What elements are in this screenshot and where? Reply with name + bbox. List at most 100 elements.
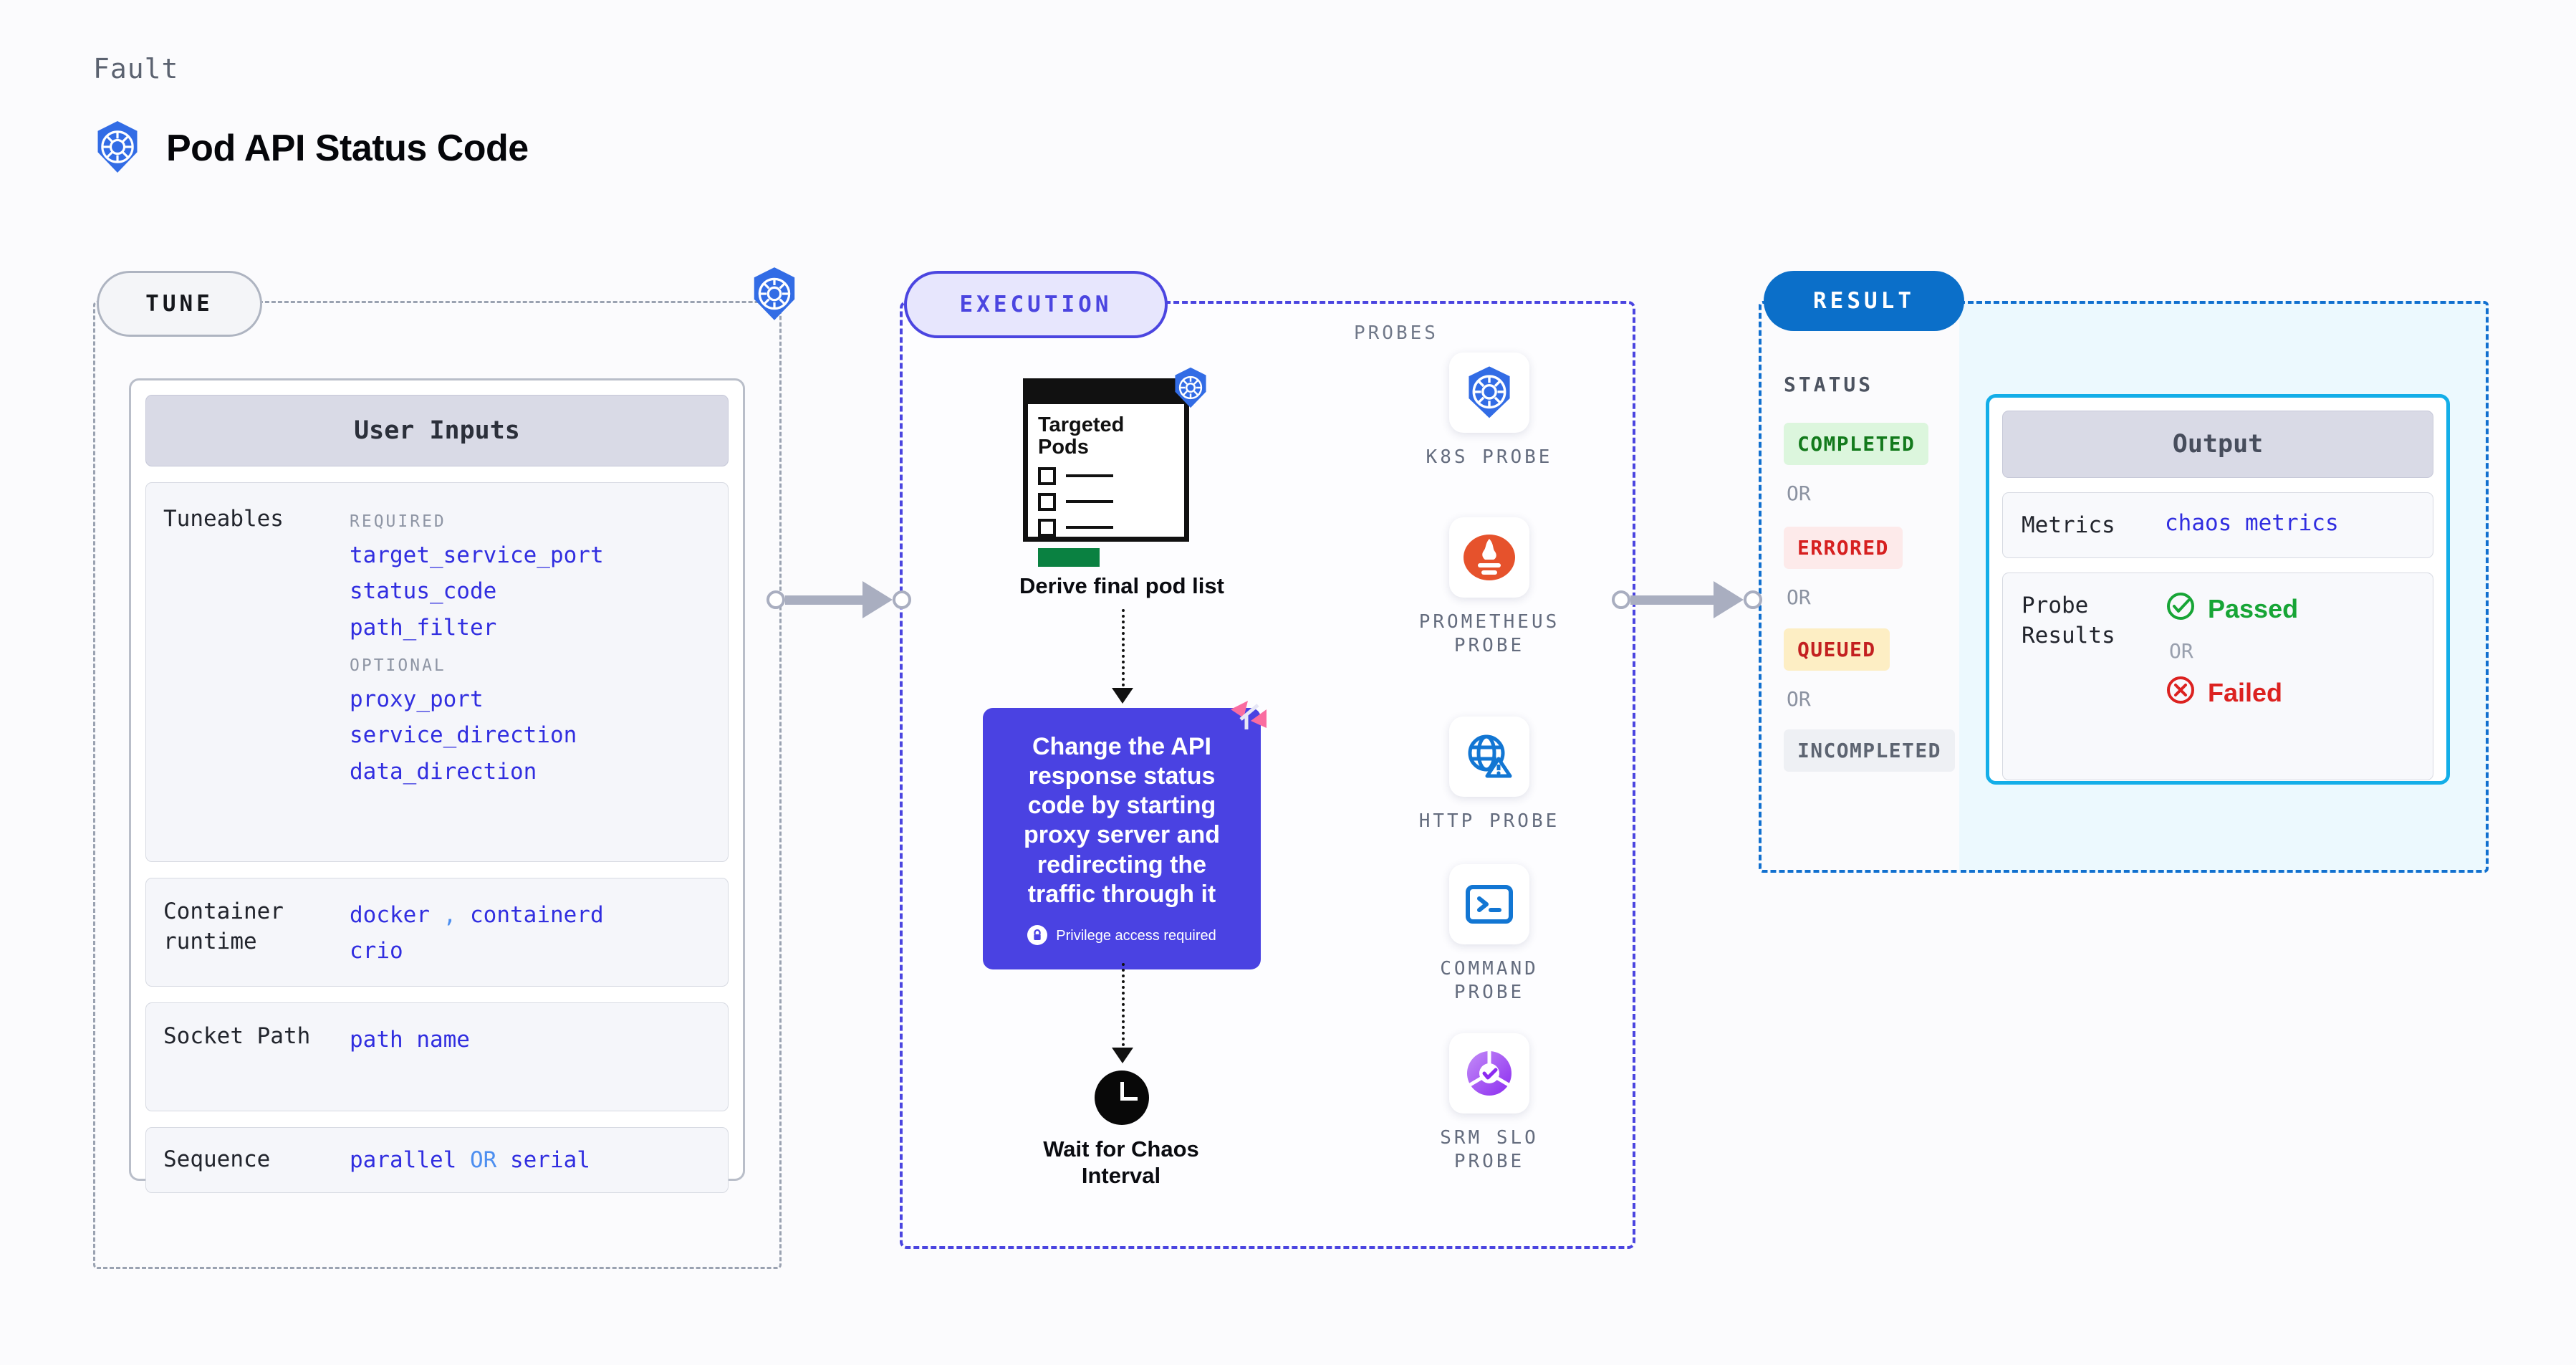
chaos-action-text: Change the API response status code by s…: [1023, 733, 1221, 908]
probe-label: SRM SLO PROBE: [1440, 1127, 1539, 1173]
globe-warning-icon: [1449, 717, 1529, 797]
harness-ribbon-icon: [1226, 696, 1271, 741]
stage-pill-execution[interactable]: EXECUTION: [904, 271, 1168, 338]
probe-failed-label: Failed: [2208, 678, 2283, 708]
x-circle-icon: [2165, 674, 2196, 712]
tuneable-target-service-port[interactable]: target_service_port: [350, 542, 604, 569]
chaos-action-card: Change the API response status code by s…: [983, 708, 1261, 969]
tuneable-status-code[interactable]: status_code: [350, 578, 497, 605]
tuneables-label: Tuneables: [163, 506, 284, 532]
placeholder-line: [1066, 500, 1113, 504]
targeted-pods-card: Targeted Pods: [1023, 378, 1189, 567]
slo-donut-icon: [1449, 1033, 1529, 1113]
checkbox-icon: [1038, 466, 1056, 485]
lock-icon: [1027, 924, 1048, 948]
wait-interval-caption: Wait for Chaos Interval: [960, 1136, 1282, 1189]
stage-pill-tune[interactable]: TUNE: [97, 271, 262, 337]
status-badge-incompleted: INCOMPLETED: [1784, 729, 1955, 772]
runtime-separator: ,: [443, 902, 457, 928]
container-runtime-label: Container runtime: [163, 899, 284, 954]
pod-list-item: [1038, 492, 1184, 511]
runtime-crio[interactable]: crio: [350, 938, 403, 964]
connector-line: [785, 595, 864, 605]
placeholder-line: [1066, 474, 1113, 478]
targeted-pods-title-line2: Pods: [1038, 436, 1089, 459]
progress-bar: [1038, 547, 1100, 567]
probe-item-srm-slo[interactable]: SRM SLO PROBE: [1407, 1033, 1572, 1174]
derive-pod-list-caption: Derive final pod list: [1019, 573, 1224, 598]
kubernetes-icon: [93, 120, 142, 176]
runtime-docker[interactable]: docker: [350, 902, 430, 928]
probe-label: HTTP PROBE: [1418, 810, 1560, 832]
container-runtime-row: Container runtime docker , containerd cr…: [145, 878, 729, 987]
status-section-title: STATUS: [1784, 373, 1874, 396]
runtime-containerd[interactable]: containerd: [470, 902, 604, 928]
connector-arrowhead: [1714, 581, 1744, 618]
pod-list-item: [1038, 518, 1184, 537]
socket-path-row: Socket Path path name: [145, 1002, 729, 1111]
optional-group-label: OPTIONAL: [350, 656, 446, 675]
status-or-2: OR: [1787, 585, 1811, 609]
flow-line: [1122, 609, 1125, 692]
status-badge-errored: ERRORED: [1784, 527, 1903, 569]
metrics-row: Metrics chaos metrics: [2002, 492, 2433, 559]
sequence-parallel[interactable]: parallel: [350, 1146, 457, 1173]
pod-list-item: [1038, 466, 1184, 485]
checkbox-icon: [1038, 492, 1056, 511]
required-group-label: REQUIRED: [350, 512, 446, 531]
wait-caption-line2: Interval: [1081, 1162, 1161, 1188]
connector-start-dot: [766, 590, 785, 609]
user-inputs-title: User Inputs: [145, 395, 729, 466]
probe-item-k8s[interactable]: K8S PROBE: [1407, 353, 1572, 469]
kubernetes-icon: [1449, 353, 1529, 433]
probe-results-or: OR: [2169, 639, 2193, 664]
probe-label: PROMETHEUS PROBE: [1418, 611, 1560, 657]
kubernetes-icon: [1170, 367, 1211, 408]
page-title: Pod API Status Code: [166, 128, 529, 169]
probe-item-prometheus[interactable]: PROMETHEUS PROBE: [1407, 517, 1572, 658]
metrics-value[interactable]: chaos metrics: [2165, 510, 2339, 536]
fault-kicker: Fault: [93, 53, 179, 85]
connector-end-dot: [1744, 590, 1762, 609]
tuneable-proxy-port[interactable]: proxy_port: [350, 686, 484, 713]
targeted-pods-title-line1: Targeted: [1038, 413, 1125, 436]
metrics-label: Metrics: [2022, 512, 2115, 538]
sequence-or: OR: [469, 1146, 497, 1173]
socket-path-value[interactable]: path name: [350, 1027, 470, 1053]
tuneables-values: REQUIRED target_service_port status_code…: [350, 502, 711, 790]
clock-icon: [1095, 1071, 1149, 1125]
status-badge-queued: QUEUED: [1784, 628, 1890, 671]
tuneable-service-direction[interactable]: service_direction: [350, 722, 577, 749]
stage-pill-result[interactable]: RESULT: [1764, 271, 1964, 331]
status-badge-completed: COMPLETED: [1784, 423, 1929, 465]
probe-result-passed: Passed: [2165, 590, 2414, 628]
probe-item-http[interactable]: HTTP PROBE: [1407, 717, 1572, 833]
tuneable-path-filter[interactable]: path_filter: [350, 614, 497, 641]
kubernetes-icon: [747, 267, 802, 321]
status-or-3: OR: [1787, 687, 1811, 711]
terminal-icon: [1449, 864, 1529, 944]
tuneable-data-direction[interactable]: data_direction: [350, 758, 537, 785]
privilege-note-row: Privilege access required: [1004, 924, 1239, 948]
connector-line: [1630, 595, 1715, 605]
probes-section-title: PROBES: [1354, 322, 1438, 344]
flow-line: [1122, 963, 1125, 1052]
sequence-row: Sequence parallel OR serial: [145, 1127, 729, 1193]
output-card-title: Output: [2002, 411, 2433, 478]
sequence-serial[interactable]: serial: [509, 1146, 590, 1173]
connector-arrowhead: [862, 581, 893, 618]
status-or-1: OR: [1787, 482, 1811, 505]
page-title-row: Pod API Status Code: [93, 120, 529, 176]
probe-results-values: Passed OR Failed: [2165, 590, 2414, 712]
card-titlebar: [1023, 378, 1189, 404]
container-runtime-values: docker , containerd crio: [350, 897, 711, 967]
tuneables-row: Tuneables REQUIRED target_service_port s…: [145, 482, 729, 862]
probe-label: K8S PROBE: [1426, 446, 1553, 468]
connector-start-dot: [1612, 590, 1630, 609]
probe-item-command[interactable]: COMMAND PROBE: [1407, 864, 1572, 1005]
probe-result-failed: Failed: [2165, 674, 2414, 712]
connector-end-dot: [893, 590, 911, 609]
